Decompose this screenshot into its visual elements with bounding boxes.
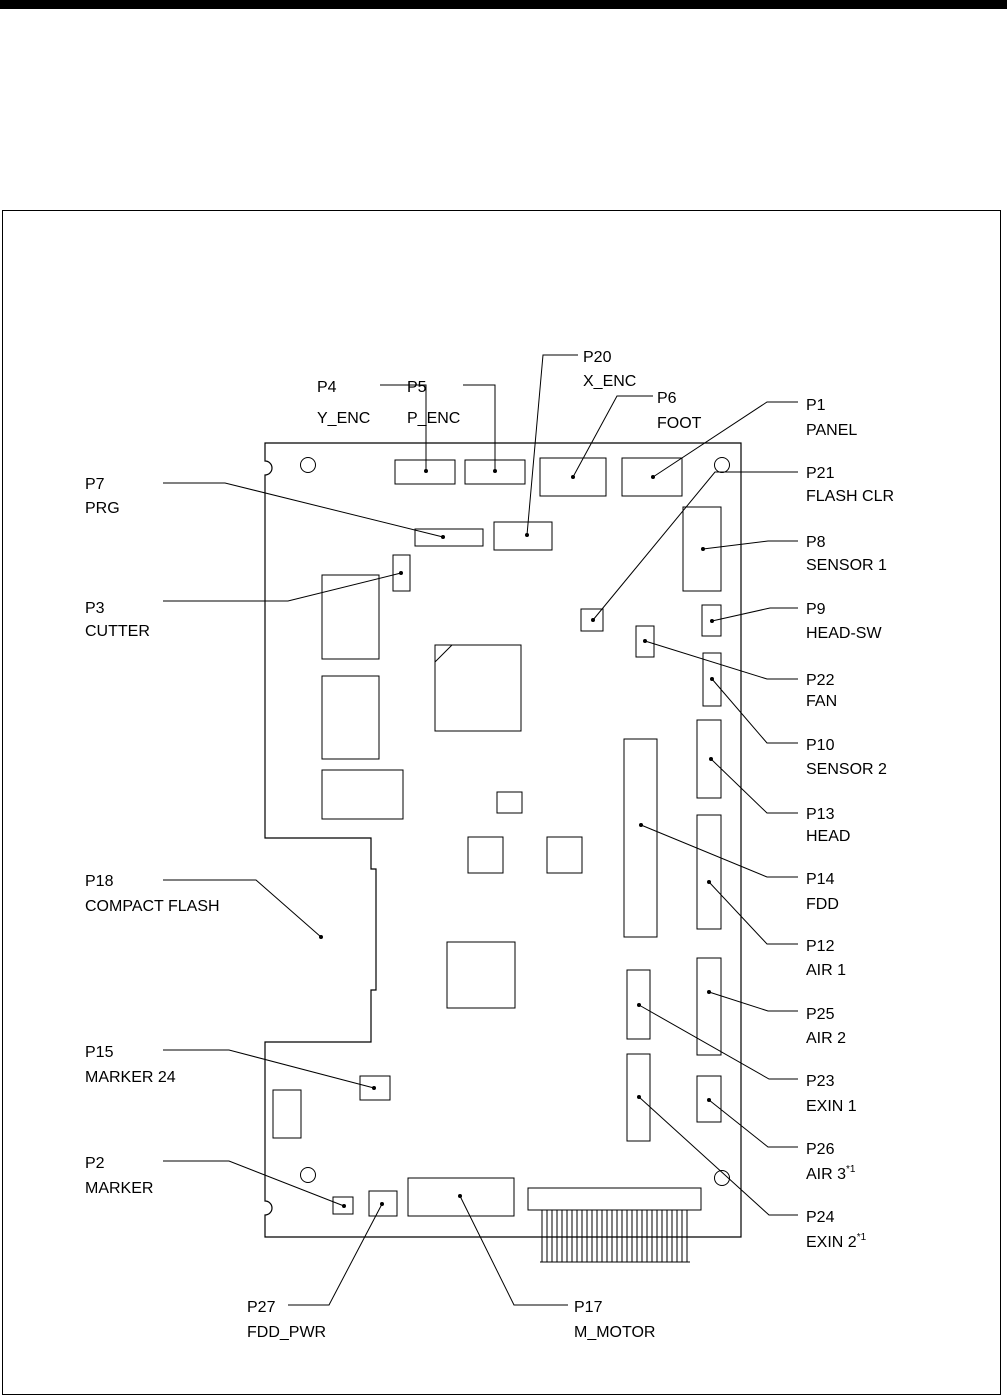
label-p27-id: P27 <box>247 1299 276 1316</box>
label-p13-name: HEAD <box>806 828 850 845</box>
label-p26-id: P26 <box>806 1141 835 1158</box>
label-p24-name: EXIN 2*1 <box>806 1232 867 1251</box>
label-p27-name: FDD_PWR <box>247 1324 326 1341</box>
connector-p13 <box>696 719 722 799</box>
label-p21-name: FLASH CLR <box>806 488 894 505</box>
label-p6-id: P6 <box>657 390 677 407</box>
top-rule <box>0 0 1007 9</box>
label-p13-id: P13 <box>806 806 835 823</box>
label-p25-name: AIR 2 <box>806 1030 846 1047</box>
label-p3-name: CUTTER <box>85 623 150 640</box>
label-p20-id: P20 <box>583 349 612 366</box>
connector-p9 <box>701 604 722 637</box>
connector-p2 <box>332 1196 354 1215</box>
ic-chip <box>321 574 380 660</box>
ic-chip <box>496 791 523 814</box>
label-p5-name: P_ENC <box>407 410 460 427</box>
ic-chip <box>446 941 516 1009</box>
label-p14-name: FDD <box>806 896 839 913</box>
connector-p7 <box>414 528 484 547</box>
label-p2-id: P2 <box>85 1155 105 1172</box>
label-p7-name: PRG <box>85 500 120 517</box>
label-p8-name: SENSOR 1 <box>806 557 887 574</box>
label-p7-id: P7 <box>85 476 105 493</box>
label-p22-name: FAN <box>806 693 837 710</box>
label-p26-name: AIR 3*1 <box>806 1164 856 1183</box>
label-p17-name: M_MOTOR <box>574 1324 655 1341</box>
label-p10-id: P10 <box>806 737 835 754</box>
label-p15-name: MARKER 24 <box>85 1069 176 1086</box>
connector-p21 <box>580 608 604 632</box>
label-p2-name: MARKER <box>85 1180 153 1197</box>
label-p22-id: P22 <box>806 672 835 689</box>
connector-p10 <box>702 652 722 707</box>
ic-chip <box>321 675 380 760</box>
label-p23-name: EXIN 1 <box>806 1098 857 1115</box>
mount-hole <box>714 457 730 473</box>
connector-p1 <box>621 457 683 497</box>
label-p24-id: P24 <box>806 1209 835 1226</box>
connector-p6 <box>539 457 607 497</box>
connector-p24 <box>626 1053 651 1142</box>
ic-chip <box>546 836 583 874</box>
connector-p12 <box>696 814 722 930</box>
leader-dots <box>319 469 714 1208</box>
label-p21-id: P21 <box>806 465 835 482</box>
label-p5-id: P5 <box>407 379 427 396</box>
figure-frame <box>2 210 1001 1395</box>
label-p4-name: Y_ENC <box>317 410 370 427</box>
label-p20-name: X_ENC <box>583 373 636 390</box>
ic-chip <box>467 836 504 874</box>
label-p4-id: P4 <box>317 379 337 396</box>
connector-p8 <box>682 506 722 592</box>
edge-connector-body <box>527 1187 702 1211</box>
connector-p20 <box>493 521 553 551</box>
connector-p4 <box>394 459 456 485</box>
label-p1-id: P1 <box>806 397 826 414</box>
cpu-chip <box>434 644 522 732</box>
leader-lines <box>163 354 798 1306</box>
label-p25-id: P25 <box>806 1006 835 1023</box>
connector-p25 <box>696 957 722 1056</box>
label-p12-name: AIR 1 <box>806 962 846 979</box>
cpu-pin1-mark <box>434 644 453 663</box>
label-p1-name: PANEL <box>806 422 857 439</box>
connector-p23 <box>626 969 651 1040</box>
connector-p3 <box>392 554 411 592</box>
label-p6-name: FOOT <box>657 415 702 432</box>
label-p10-name: SENSOR 2 <box>806 761 887 778</box>
label-p12-id: P12 <box>806 938 835 955</box>
mount-hole <box>714 1170 730 1186</box>
label-p18-id: P18 <box>85 873 114 890</box>
mount-hole <box>300 1167 316 1183</box>
connector-p14 <box>623 738 658 938</box>
label-p14-id: P14 <box>806 871 835 888</box>
label-p8-id: P8 <box>806 534 826 551</box>
connector-p26 <box>696 1075 722 1123</box>
label-p15-id: P15 <box>85 1044 114 1061</box>
label-p23-id: P23 <box>806 1073 835 1090</box>
connector-p17 <box>407 1177 515 1217</box>
ic-chip <box>272 1089 302 1139</box>
label-p17-id: P17 <box>574 1299 603 1316</box>
ic-chip <box>321 769 404 820</box>
label-p3-id: P3 <box>85 600 105 617</box>
connector-p22 <box>635 625 655 658</box>
label-p9-name: HEAD-SW <box>806 625 882 642</box>
connector-p27 <box>368 1190 398 1217</box>
board-outline <box>264 442 742 1238</box>
edge-connector-pins <box>540 1210 690 1263</box>
label-p18-name: COMPACT FLASH <box>85 898 220 915</box>
connector-p15 <box>359 1075 391 1101</box>
label-p9-id: P9 <box>806 601 826 618</box>
mount-hole <box>300 457 316 473</box>
